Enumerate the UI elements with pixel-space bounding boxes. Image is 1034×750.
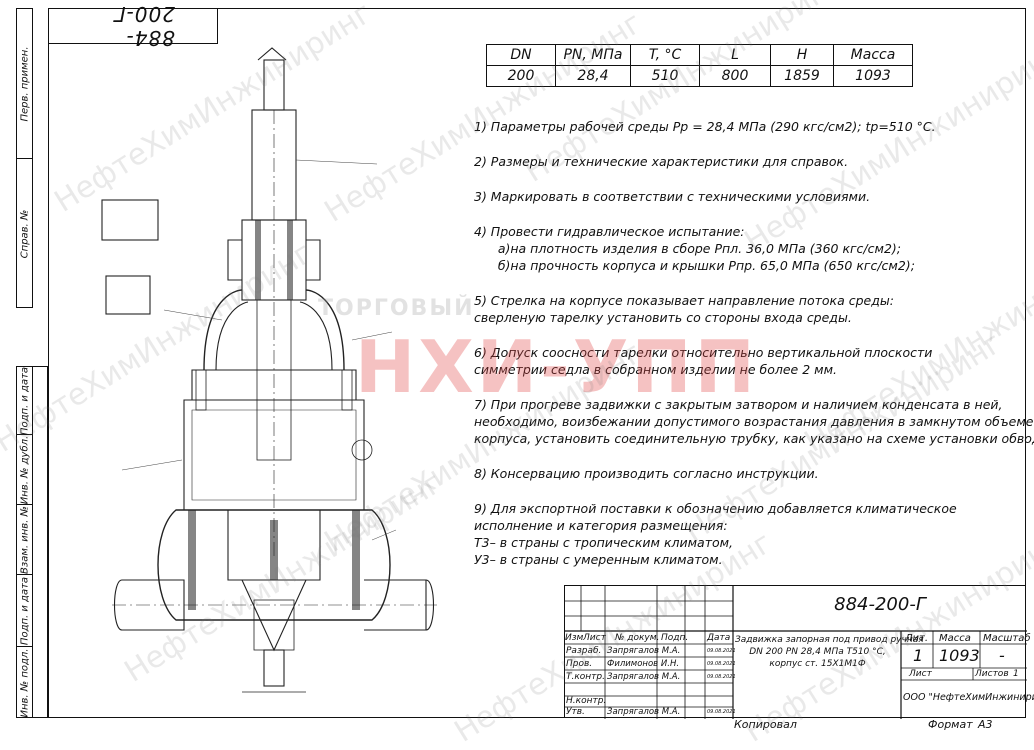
side-cell-inv-podl: Инв. № подл. (19, 648, 31, 718)
date-prov: 09.08.2021 (707, 661, 736, 667)
note-5: 5) Стрелка на корпусе показывает направл… (474, 293, 894, 325)
date-tkontr: 09.08.2021 (707, 674, 736, 680)
role-razrab: Разраб. (566, 646, 602, 656)
yoke-head (263, 59, 285, 111)
param-value-l: 800 (699, 65, 771, 87)
drawing-frame (48, 8, 1026, 718)
date-razrab: 09.08.2021 (707, 648, 736, 654)
col-date: Дата (707, 633, 731, 643)
side-cell-vzam-inv: Взам. инв. № (17, 505, 33, 575)
note-9: 9) Для экспортной поставки к обозначению… (474, 501, 957, 567)
param-header-h: H (770, 44, 834, 66)
note-2: 2) Размеры и технические характеристики … (474, 154, 849, 169)
section-c-c (101, 199, 159, 241)
parameters-table: DN PN, МПа T, °C L H Масса 200 28,4 510 … (486, 44, 913, 87)
side-column-signature (32, 366, 48, 718)
param-value-t: 510 (630, 65, 700, 87)
col-sign: Подп. (661, 633, 689, 643)
note-1: 1) Параметры рабочей среды Рр = 28,4 МПа… (474, 119, 936, 134)
drive-coupling (257, 47, 287, 61)
copied-label: Копировал (734, 718, 797, 731)
param-header-mass: Масса (833, 44, 913, 66)
watermark-red: НХИ-УПП (355, 325, 758, 409)
role-nkontr: Н.контр. (566, 696, 607, 706)
role-prov: Пров. (566, 659, 593, 669)
param-value-mass: 1093 (833, 65, 913, 87)
mass-value: 1093 (939, 646, 980, 665)
parameters-header-row: DN PN, МПа T, °C L H Масса (486, 44, 913, 66)
side-cell-perv-primen: Перв. примен. (17, 9, 33, 159)
param-header-dn: DN (486, 44, 556, 66)
company-name: ООО "НефтеХимИнжиниринг" (903, 692, 1034, 703)
watermark-grey: ТОРГОВЫЙ (318, 296, 475, 321)
name-tkontr: Запрягалов М.А. (607, 672, 681, 682)
side-cell-podp-data-1: Подп. и дата (17, 366, 33, 435)
date-utv: 09.08.2021 (707, 709, 736, 715)
sheets-label: Листов (975, 669, 1009, 679)
role-tkontr: Т.контр. (566, 672, 606, 682)
scale-label: Масштаб (983, 633, 1031, 644)
title-block-grid (565, 586, 1027, 719)
side-cell-podp-data-2: Подп. и дата (17, 575, 33, 647)
lit-value: 1 (913, 646, 924, 665)
valve-drawing (101, 47, 437, 693)
title-designation: 884-200-Г (834, 594, 926, 615)
side-cell-inv-dubl: Инв. № дубл. (17, 435, 33, 505)
sheet-label: Лист (909, 669, 932, 679)
format-value: А3 (978, 718, 993, 731)
format-label: Формат (928, 718, 973, 731)
side-cell-sprav: Справ. № (19, 209, 31, 259)
side-column-bottom: Подп. и дата Инв. № дубл. Взам. инв. № П… (16, 366, 33, 718)
scale-value: - (999, 646, 1005, 665)
section-e-e (105, 275, 151, 315)
param-value-pn: 28,4 (555, 65, 631, 87)
side-column-top: Перв. примен. Справ. № (16, 8, 33, 308)
col-doc-num: № докум. (615, 633, 660, 643)
name-utv: Запрягалов М.А. (607, 707, 681, 717)
mass-label: Масса (939, 633, 971, 644)
note-6: 6) Допуск соосности тарелки относительно… (474, 345, 933, 377)
name-razrab: Запрягалов М.А. (607, 646, 681, 656)
col-list: Лист (583, 633, 606, 643)
lit-label: Лит. (905, 633, 929, 644)
param-header-t: T, °C (630, 44, 700, 66)
technical-notes: 1) Параметры рабочей среды Рр = 28,4 МПа… (474, 118, 1034, 568)
name-prov: Филимонов И.Н. (607, 659, 680, 669)
title-block: 884-200-Г Задвижка запорная под привод р… (564, 585, 1034, 719)
role-utv: Утв. (566, 707, 585, 717)
note-8: 8) Консервацию производить согласно инст… (474, 466, 819, 481)
note-4: 4) Провести гидравлическое испытание: а)… (474, 224, 915, 273)
top-stamp: 884-200-Г (48, 2, 218, 50)
param-header-l: L (699, 44, 771, 66)
param-value-h: 1859 (770, 65, 834, 87)
title-description: Задвижка запорная под привод ручная DN 2… (735, 635, 924, 669)
sheets-value: 1 (1013, 669, 1019, 679)
param-header-pn: PN, МПа (555, 44, 631, 66)
param-value-dn: 200 (486, 65, 556, 87)
parameters-value-row: 200 28,4 510 800 1859 1093 (486, 65, 913, 87)
col-izm: Изм (565, 633, 584, 643)
note-3: 3) Маркировать в соответствии с техничес… (474, 189, 871, 204)
note-7: 7) При прогреве задвижки с закрытым затв… (474, 397, 1034, 446)
